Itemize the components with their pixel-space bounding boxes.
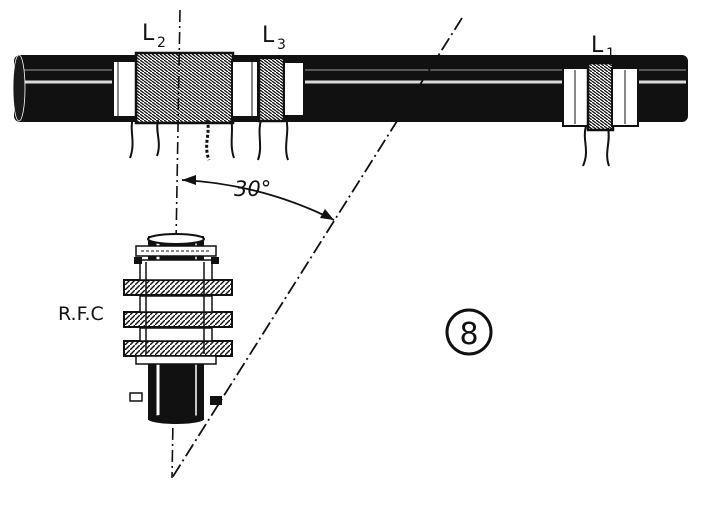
svg-text:L: L xyxy=(142,21,155,46)
angle-arc xyxy=(181,175,335,221)
label-l1: L 1 xyxy=(591,33,615,62)
figure-number: 8 xyxy=(459,317,478,352)
l1-coil xyxy=(562,61,639,167)
label-l3: L 3 xyxy=(262,23,286,53)
angle-label: 30° xyxy=(234,177,271,201)
figure-number-badge: 8 xyxy=(445,308,493,356)
svg-text:L: L xyxy=(591,33,604,58)
svg-text:L: L xyxy=(262,23,275,48)
l3-coil xyxy=(257,56,305,161)
svg-text:1: 1 xyxy=(606,46,615,62)
circled-number-icon xyxy=(445,308,493,356)
rfc-label: R.F.C xyxy=(58,303,104,325)
rfc-choke xyxy=(123,233,233,424)
label-l2: L 2 xyxy=(142,21,166,51)
svg-text:2: 2 xyxy=(157,35,166,51)
l2-coil xyxy=(112,51,259,161)
svg-text:3: 3 xyxy=(277,37,286,53)
